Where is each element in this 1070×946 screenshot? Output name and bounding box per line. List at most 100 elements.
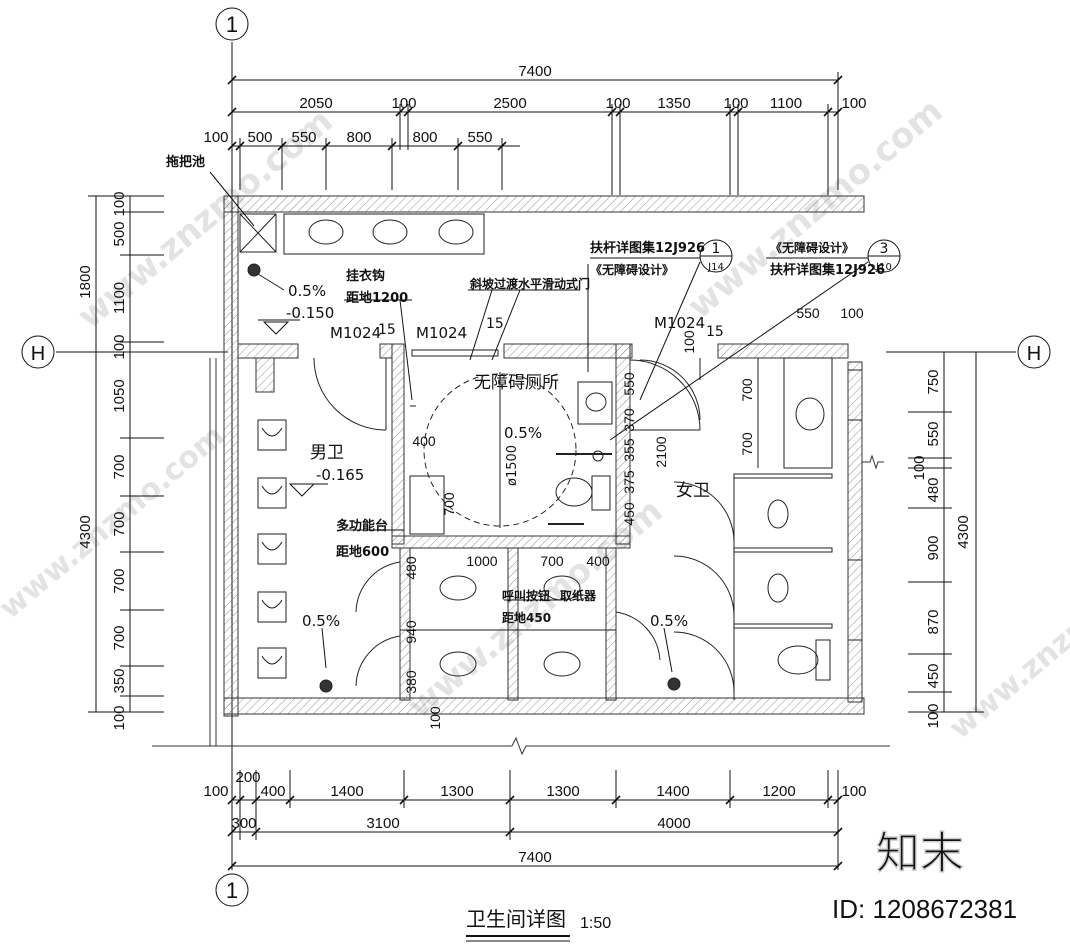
watermark-logo-text: 知末	[876, 828, 964, 879]
female-basin-counter	[783, 357, 833, 469]
dim-top-total: 7400	[518, 63, 551, 80]
label-accessible-toilet: 无障碍厕所	[474, 373, 559, 393]
label-door-2: M1024	[416, 324, 467, 342]
urinals	[257, 419, 287, 679]
label-female: 女卫	[676, 481, 710, 501]
dim-bottom-1400a: 1400	[330, 783, 363, 800]
grid-label-h-right: H	[1027, 343, 1041, 365]
dim-top-550a: 550	[291, 129, 316, 146]
dim-inner-370: 370	[621, 408, 637, 432]
dim-inner-100c: 100	[427, 706, 443, 730]
dim-inner-380: 380	[403, 670, 419, 694]
dim-right-4300: 4300	[955, 515, 972, 548]
watermark-site-5: www.znzmo.com	[943, 538, 1070, 746]
label-rail-ref1-a: 扶杆详图集12J926	[590, 240, 705, 256]
accessible-toilet	[555, 477, 593, 507]
label-slope-2: 0.5%	[504, 424, 542, 442]
dim-right-900: 900	[925, 535, 942, 560]
label-mop-sink: 拖把池	[166, 154, 205, 170]
label-15-b: 15	[486, 316, 504, 332]
dim-inner-1000: 1000	[466, 553, 497, 569]
dim-top-2050: 2050	[299, 95, 332, 112]
label-slope-1: 0.5%	[288, 282, 326, 300]
dim-top-100d: 100	[841, 95, 866, 112]
basin-counter	[283, 213, 485, 255]
dim-inner-700a: 700	[739, 378, 755, 402]
top-dimension-ticks	[227, 75, 843, 151]
title-main: 卫生间详图	[466, 907, 566, 931]
dim-inner-700b: 700	[739, 432, 755, 456]
label-slope-3: 0.5%	[302, 612, 340, 630]
female-squat-toilet-1	[767, 499, 789, 529]
label-diameter: ø1500	[505, 445, 520, 486]
right-dimension-texts: 750 550 100 480 900 870 450 100 4300	[911, 369, 972, 728]
dim-top-1100: 1100	[770, 95, 802, 112]
accessible-basin	[577, 381, 613, 425]
label-hook: 挂衣钩	[346, 268, 385, 284]
floor-drain-1	[247, 263, 261, 277]
label-rail-ref2-b: 扶杆详图集12J926	[770, 262, 885, 278]
dim-bottom-1300a: 1300	[440, 783, 473, 800]
bottom-dimension-ticks	[227, 795, 843, 871]
dim-bottom-1400b: 1400	[656, 783, 689, 800]
dim-left-500: 500	[111, 221, 128, 246]
annotations: 拖把池 0.5% -0.150 挂衣钩 距地1200 M1024 15 M102…	[166, 154, 892, 630]
dim-inner-375: 375	[621, 470, 637, 494]
dim-right-450: 450	[925, 663, 942, 688]
dim-inner-450: 450	[621, 502, 637, 526]
dim-inner-100a: 100	[840, 305, 864, 321]
bottom-dimension-texts: 100 200 400 1400 1300 1300 1400 1200 100…	[203, 769, 866, 866]
dim-inner-480: 480	[403, 556, 419, 580]
label-15-c: 15	[706, 324, 724, 340]
dim-top-100e: 100	[203, 129, 228, 146]
dim-top-800a: 800	[346, 129, 371, 146]
dim-left-1050: 1050	[111, 379, 128, 412]
watermark-layer: www.znzmo.com www.znzmo.com www.znzmo.co…	[0, 91, 1070, 746]
dim-right-100b: 100	[925, 703, 942, 728]
ref2-sheet: J10	[875, 262, 892, 273]
dim-left-1100: 1100	[111, 282, 128, 314]
reference-symbols	[209, 171, 901, 673]
dim-bottom-1200: 1200	[762, 783, 795, 800]
right-dimension-lines	[908, 351, 984, 713]
label-male: 男卫	[310, 443, 344, 463]
label-hook-height: 距地1200	[346, 290, 408, 306]
dim-left-100c: 100	[111, 705, 128, 730]
grid-label-1-bottom: 1	[226, 878, 238, 903]
label-15-a: 15	[378, 322, 396, 338]
dim-inner-400a: 400	[412, 433, 436, 449]
label-rail-ref1-b: 《无障碍设计》	[590, 262, 674, 277]
male-squat-toilet-3	[543, 575, 581, 601]
label-platform-height: 距地600	[336, 544, 389, 560]
dim-inner-940: 940	[403, 620, 419, 644]
dim-bottom-total: 7400	[518, 849, 551, 866]
label-ramp: 斜坡过渡	[469, 276, 519, 291]
dim-right-100a: 100	[911, 455, 928, 480]
dim-top-800b: 800	[412, 129, 437, 146]
mop-sink	[239, 213, 277, 253]
dim-inner-700c: 700	[441, 492, 457, 516]
dim-right-750: 750	[925, 369, 942, 394]
basin-3	[438, 219, 474, 245]
label-paper-holder: 取纸器	[560, 588, 597, 603]
dim-inner-2100: 2100	[653, 436, 669, 467]
label-call-height: 距地450	[502, 610, 551, 625]
dim-left-700c: 700	[111, 568, 128, 593]
dim-top-100a: 100	[391, 95, 416, 112]
drawing-title: 卫生间详图 1:50	[466, 907, 611, 942]
label-door-3: M1024	[654, 314, 705, 332]
dim-top-2500: 2500	[493, 95, 526, 112]
inner-dimension-texts: 550 100 100 550 370 355 375 450 2100 700…	[403, 305, 864, 730]
label-sliding-door: 水平滑动式门	[518, 276, 590, 291]
label-call-button: 呼叫按钮	[502, 588, 550, 603]
dim-bottom-4000: 4000	[657, 815, 690, 832]
dim-inner-100b: 100	[681, 330, 697, 354]
dim-bottom-100b: 100	[841, 783, 866, 800]
dim-bottom-3100: 3100	[366, 815, 399, 832]
bottom-dimension-lines	[231, 770, 839, 870]
label-door-1: M1024	[330, 324, 381, 342]
dim-inner-550a: 550	[796, 305, 820, 321]
walls	[152, 195, 890, 756]
dim-bottom-400: 400	[260, 783, 285, 800]
label-elev-1: -0.150	[286, 304, 334, 322]
